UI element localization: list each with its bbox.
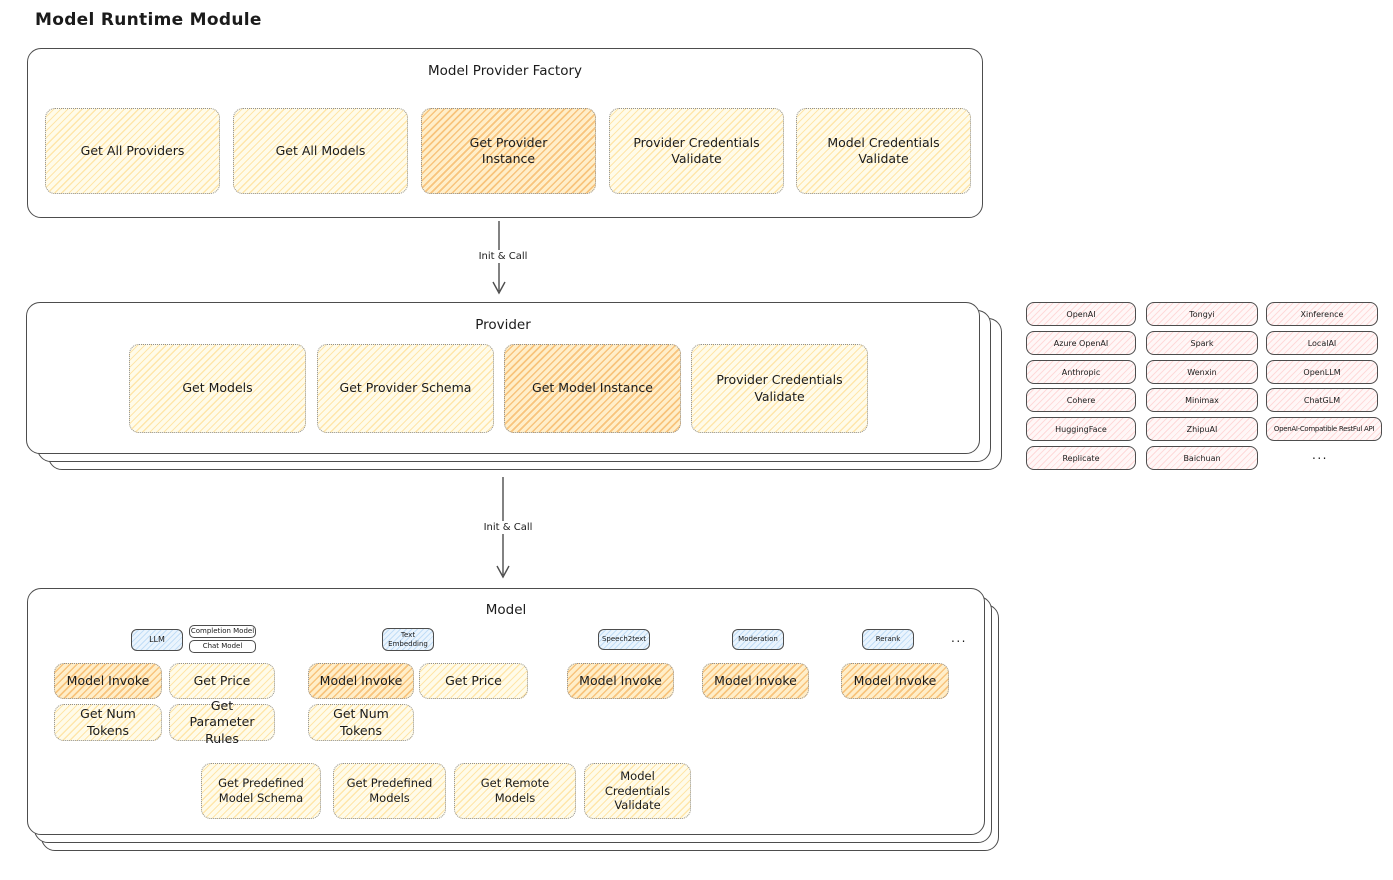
provider-pill-xinference: Xinference: [1266, 302, 1378, 326]
tag-llm: LLM: [131, 629, 183, 651]
node-model-credentials-validate-factory: Model Credentials Validate: [796, 108, 971, 194]
provider-pill-minimax: Minimax: [1146, 388, 1258, 412]
node-get-all-models: Get All Models: [233, 108, 408, 194]
factory-panel: Model Provider Factory Get All Providers…: [27, 48, 983, 218]
provider-pill-openai: OpenAI: [1026, 302, 1136, 326]
provider-pill-anthropic: Anthropic: [1026, 360, 1136, 384]
provider-title: Provider: [475, 317, 531, 333]
model-tags-more-ellipsis: ...: [951, 631, 967, 645]
tag-moderation: Moderation: [732, 629, 784, 650]
node-get-model-instance: Get Model Instance: [504, 344, 681, 433]
provider-pill-wenxin: Wenxin: [1146, 360, 1258, 384]
node-get-num-tokens-llm: Get Num Tokens: [54, 704, 162, 741]
provider-pill-huggingface: HuggingFace: [1026, 417, 1136, 441]
node-get-remote-models: Get Remote Models: [454, 763, 576, 819]
node-model-credentials-validate: Model Credentials Validate: [584, 763, 691, 819]
node-get-price-text-embedding: Get Price: [419, 663, 528, 699]
node-get-predefined-model-schema: Get Predefined Model Schema: [201, 763, 321, 819]
provider-pill-tongyi: Tongyi: [1146, 302, 1258, 326]
factory-title: Model Provider Factory: [427, 63, 582, 79]
node-model-invoke-llm: Model Invoke: [54, 663, 162, 699]
init-call-label-2: Init & Call: [474, 521, 542, 534]
node-model-invoke-speech2text: Model Invoke: [567, 663, 674, 699]
node-get-all-providers: Get All Providers: [45, 108, 220, 194]
page-title: Model Runtime Module: [35, 10, 262, 30]
provider-pill-localai: LocalAI: [1266, 331, 1378, 355]
tag-text-embedding: Text Embedding: [382, 628, 434, 651]
node-model-invoke-rerank: Model Invoke: [841, 663, 949, 699]
node-get-provider-schema: Get Provider Schema: [317, 344, 494, 433]
node-model-invoke-moderation: Model Invoke: [702, 663, 809, 699]
node-provider-credentials-validate-factory: Provider Credentials Validate: [609, 108, 784, 194]
provider-panel: Provider Get Models Get Provider Schema …: [26, 302, 980, 454]
tag-rerank: Rerank: [862, 629, 914, 650]
node-get-parameter-rules: Get Parameter Rules: [169, 698, 275, 746]
provider-pill-azure-openai: Azure OpenAI: [1026, 331, 1136, 355]
provider-pill-openllm: OpenLLM: [1266, 360, 1378, 384]
node-provider-credentials-validate: Provider Credentials Validate: [691, 344, 868, 433]
tag-completion-model: Completion Model: [189, 625, 256, 638]
node-get-price-llm: Get Price: [169, 663, 275, 699]
provider-pill-cohere: Cohere: [1026, 388, 1136, 412]
provider-pill-chatglm: ChatGLM: [1266, 388, 1378, 412]
node-model-invoke-text-embedding: Model Invoke: [308, 663, 414, 699]
provider-pill-replicate: Replicate: [1026, 446, 1136, 470]
model-panel: Model LLM Completion Model Chat Model Te…: [27, 588, 985, 835]
provider-pill-openai-compatible-restful-api: OpenAI-Compatible RestFul API: [1266, 417, 1382, 441]
provider-pill-zhipuai: ZhipuAI: [1146, 417, 1258, 441]
tag-chat-model: Chat Model: [189, 640, 256, 653]
tag-speech2text: Speech2text: [598, 629, 650, 650]
model-title: Model: [485, 602, 527, 618]
provider-pill-baichuan: Baichuan: [1146, 446, 1258, 470]
node-get-num-tokens-text-embedding: Get Num Tokens: [308, 704, 414, 741]
node-get-provider-instance: Get Provider Instance: [421, 108, 596, 194]
init-call-label-1: Init & Call: [469, 250, 537, 263]
provider-pill-spark: Spark: [1146, 331, 1258, 355]
node-get-models: Get Models: [129, 344, 306, 433]
node-get-predefined-models: Get Predefined Models: [333, 763, 446, 819]
providers-more-ellipsis: ...: [1312, 448, 1328, 462]
